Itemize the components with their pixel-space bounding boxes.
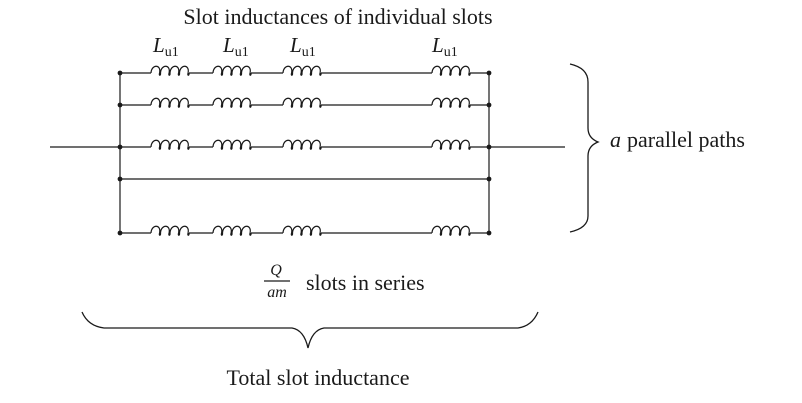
fraction-numerator: Q xyxy=(270,262,282,279)
inductor-coil xyxy=(212,139,252,150)
inductor-coil xyxy=(282,65,322,76)
inductor-coil xyxy=(150,65,190,76)
inductor-coil xyxy=(282,225,322,236)
junction-node xyxy=(117,102,123,108)
junction-node xyxy=(117,70,123,76)
inductor-symbol: L xyxy=(222,33,235,57)
inductor-label-4: Lu1 xyxy=(431,33,458,60)
junction-node xyxy=(117,230,123,236)
inductor-label-2: Lu1 xyxy=(222,33,249,60)
total-label: Total slot inductance xyxy=(227,365,410,390)
inductor-symbol: L xyxy=(289,33,302,57)
inductor-subscript: u1 xyxy=(165,45,179,60)
inductor-network xyxy=(50,65,565,236)
parallel-brace xyxy=(569,63,600,233)
inductor-subscript: u1 xyxy=(302,45,316,60)
inductor-coil xyxy=(212,97,252,108)
parallel-text: parallel paths xyxy=(627,127,745,152)
inductor-coil xyxy=(282,139,322,150)
junction-node xyxy=(117,176,123,182)
inductor-coil xyxy=(150,97,190,108)
inductor-symbol: L xyxy=(152,33,165,57)
junction-node xyxy=(486,70,492,76)
inductor-coil xyxy=(212,65,252,76)
junction-node xyxy=(117,144,123,150)
junction-node xyxy=(486,102,492,108)
inductor-coil xyxy=(431,65,471,76)
inductor-coil xyxy=(282,97,322,108)
inductor-label-3: Lu1 xyxy=(289,33,316,60)
inductor-coil xyxy=(150,225,190,236)
inductor-coil xyxy=(431,97,471,108)
parallel-variable: a xyxy=(610,127,621,152)
inductor-subscript: u1 xyxy=(444,45,458,60)
junction-node xyxy=(486,230,492,236)
inductor-coil xyxy=(431,139,471,150)
diagram-title: Slot inductances of individual slots xyxy=(183,4,492,29)
inductor-coil xyxy=(212,225,252,236)
inductor-label-1: Lu1 xyxy=(152,33,179,60)
total-brace xyxy=(81,311,539,349)
inductor-subscript: u1 xyxy=(235,45,249,60)
junction-node xyxy=(486,144,492,150)
series-label: slots in series xyxy=(306,270,425,295)
inductor-coil xyxy=(150,139,190,150)
fraction-denominator: am xyxy=(267,284,287,301)
junction-node xyxy=(486,176,492,182)
inductor-symbol: L xyxy=(431,33,444,57)
inductor-coil xyxy=(431,225,471,236)
